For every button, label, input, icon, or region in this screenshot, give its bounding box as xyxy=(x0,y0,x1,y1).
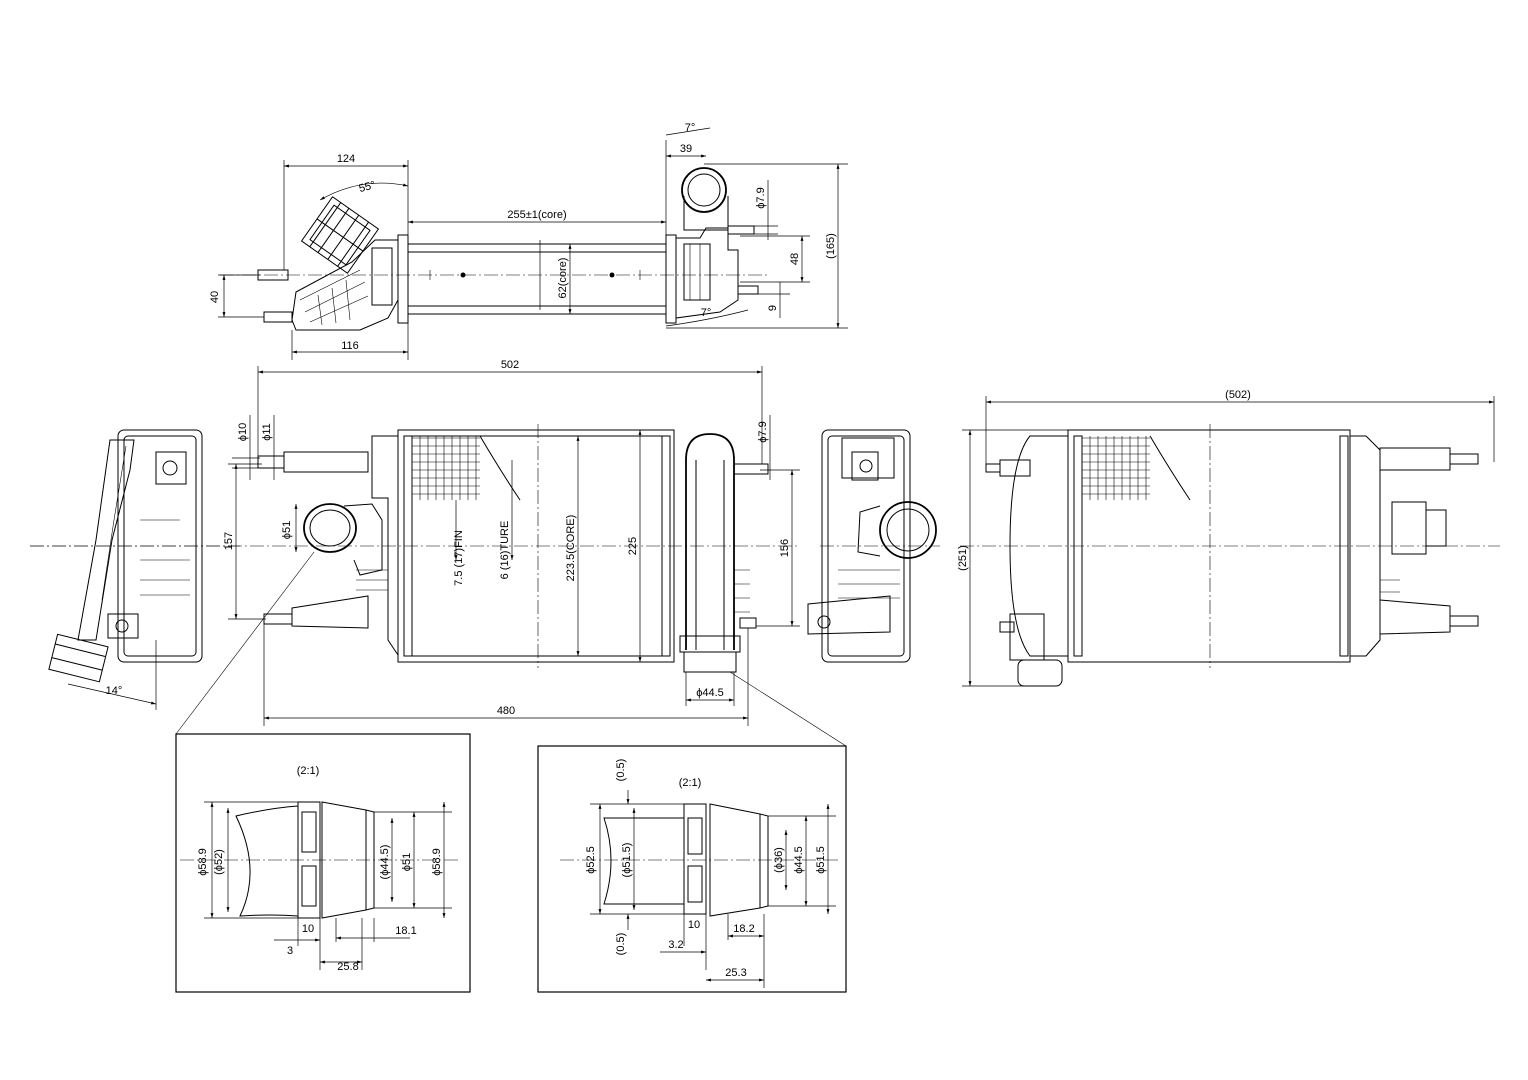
top-angle-7-top: 7° xyxy=(685,122,696,134)
detail-right-dim-525: ϕ52.5 xyxy=(585,846,597,874)
front-dim-phi51: ϕ51 xyxy=(281,521,293,539)
detail-right-dim-32: 3.2 xyxy=(668,939,683,951)
detail-left-dim-445: (ϕ44.5) xyxy=(379,845,391,880)
top-angle-55: 55° xyxy=(358,179,377,195)
front-dim-phi445: ϕ44.5 xyxy=(696,687,724,699)
top-view: 124 55° 255±1(core) 62(core) 40 116 7° 3… xyxy=(209,122,848,360)
detail-left-dim-258: 25.8 xyxy=(337,961,358,973)
top-dim-62-core: 62(core) xyxy=(557,258,569,299)
detail-right-dim-445: ϕ44.5 xyxy=(793,846,805,874)
top-dim-124: 124 xyxy=(337,153,355,165)
detail-right-dim-10: 10 xyxy=(688,919,700,931)
top-dim-165: (165) xyxy=(825,233,837,259)
left-side-view: 14° xyxy=(30,429,240,710)
detail-right: (2:1) ϕ52.5 (ϕ51.5) (0.5) (0.5) (ϕ36) ϕ4… xyxy=(537,745,847,993)
top-angle-7-bottom: 7° xyxy=(701,307,712,319)
detail-left-dim-3: 3 xyxy=(287,945,293,957)
top-dim-255-core: 255±1(core) xyxy=(507,209,566,221)
front-dim-502: 502 xyxy=(501,359,519,371)
detail-left-dim-589a: ϕ58.9 xyxy=(197,848,209,876)
front-dim-phi10: ϕ10 xyxy=(237,423,249,441)
front-dim-ture: 6 (16)TURE xyxy=(499,521,511,580)
front-dim-157: 157 xyxy=(223,532,235,550)
front-dim-phi79: ϕ7.9 xyxy=(757,421,769,442)
front-dim-480: 480 xyxy=(497,705,515,717)
detail-left-dim-52: (ϕ52) xyxy=(213,849,225,875)
detail-right-dim-182: 18.2 xyxy=(733,923,754,935)
front-view: 502 ϕ10 ϕ11 157 ϕ51 7.5 (17)FIN 6 (16)TU… xyxy=(30,359,847,747)
detail-right-dim-36: (ϕ36) xyxy=(773,847,785,873)
top-dim-phi79: ϕ7.9 xyxy=(755,187,767,208)
detail-left-dim-181: 18.1 xyxy=(395,925,416,937)
detail-left: (2:1) ϕ58.9 (ϕ52) (ϕ44.5) ϕ51 ϕ58.9 10 1… xyxy=(175,733,471,993)
top-dim-116: 116 xyxy=(341,340,359,352)
top-dim-48: 48 xyxy=(789,253,801,265)
detail-left-dim-10: 10 xyxy=(302,923,314,935)
detail-left-dim-51: ϕ51 xyxy=(401,853,413,871)
front-dim-2235-core: 223.5(CORE) xyxy=(565,515,577,582)
rear-view: (502) (251) xyxy=(957,389,1500,687)
detail-right-dim-515a: (ϕ51.5) xyxy=(621,843,633,878)
detail-left-scale: (2:1) xyxy=(297,765,320,777)
detail-left-dim-589b: ϕ58.9 xyxy=(431,848,443,876)
detail-right-dim-05-top: (0.5) xyxy=(615,759,627,782)
rear-dim-502: (502) xyxy=(1225,389,1251,401)
front-dim-156: 156 xyxy=(779,539,791,557)
top-dim-39: 39 xyxy=(680,143,692,155)
top-dim-40: 40 xyxy=(209,291,221,303)
detail-right-scale: (2:1) xyxy=(679,777,702,789)
left-angle-14: 14° xyxy=(106,685,123,697)
detail-right-dim-515b: ϕ51.5 xyxy=(815,846,827,874)
top-dim-9: 9 xyxy=(767,305,779,311)
detail-right-dim-253: 25.3 xyxy=(725,967,746,979)
detail-right-dim-05-bottom: (0.5) xyxy=(615,933,627,956)
rear-dim-251: (251) xyxy=(957,545,969,571)
right-side-view xyxy=(807,429,940,663)
front-dim-phi11: ϕ11 xyxy=(261,423,273,441)
front-dim-fin: 7.5 (17)FIN xyxy=(453,530,465,586)
front-dim-225: 225 xyxy=(627,537,639,555)
